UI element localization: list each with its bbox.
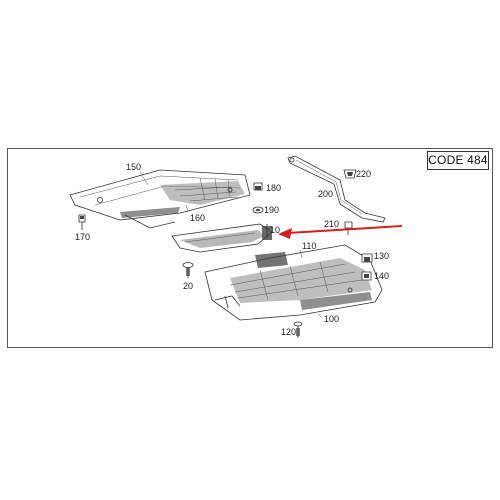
screw-170-icon [78, 214, 86, 230]
label-190: 190 [264, 205, 279, 215]
trim-panel-10 [171, 223, 273, 253]
label-200: 200 [318, 189, 333, 199]
clip-180-icon [253, 182, 263, 191]
code-label: CODE 484 [427, 151, 489, 170]
strut-200 [287, 155, 386, 223]
nut-190-icon [252, 206, 264, 214]
label-130: 130 [374, 251, 389, 261]
bolt-210-icon [344, 221, 353, 235]
label-180: 180 [266, 183, 281, 193]
label-140: 140 [374, 271, 389, 281]
screw-120-icon [293, 321, 303, 338]
front-underbody-panel [69, 169, 251, 229]
leader-150 [139, 171, 149, 186]
label-100: 100 [324, 314, 339, 324]
leader-160 [185, 204, 189, 213]
label-150: 150 [126, 162, 141, 172]
highlight-arrow-icon [278, 225, 403, 239]
label-170: 170 [75, 232, 90, 242]
label-160: 160 [190, 213, 205, 223]
label-210: 210 [324, 219, 339, 229]
leader-100 [317, 313, 323, 319]
rear-underbody-panel [204, 244, 383, 321]
clip-130-icon [361, 253, 373, 263]
clip-220-icon [343, 169, 357, 179]
leader-110 [299, 249, 303, 259]
label-110: 110 [302, 241, 316, 251]
label-20: 20 [183, 281, 193, 291]
label-120: 120 [281, 327, 296, 337]
label-10: 10 [270, 225, 280, 235]
label-220: 220 [356, 169, 371, 179]
nut-140-icon [361, 271, 372, 281]
screw-20-icon [182, 262, 194, 278]
